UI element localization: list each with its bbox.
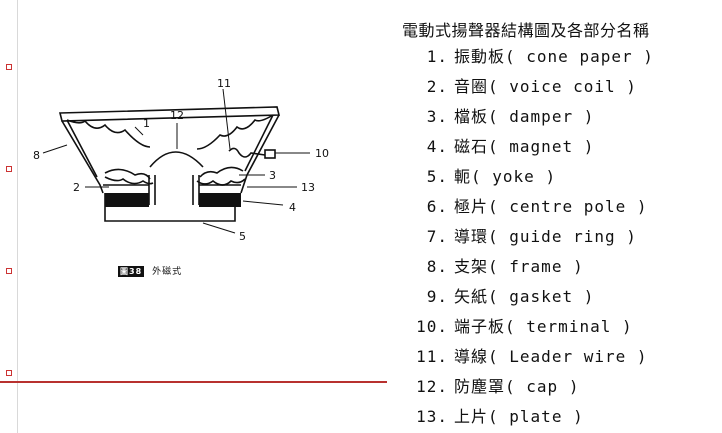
figure-number: 圖38	[118, 266, 145, 277]
callout-4: 4	[289, 201, 296, 214]
bullet-marker	[6, 370, 12, 376]
bullet-marker	[6, 166, 12, 172]
list-item: 11.導線( Leader wire )	[416, 347, 648, 366]
list-item: 6.極片( centre pole )	[426, 197, 648, 216]
callout-8: 8	[33, 149, 40, 162]
cone-right	[196, 114, 274, 150]
dust-cap	[149, 151, 204, 168]
list-item: 1.振動板( cone paper )	[426, 47, 654, 66]
lead-wire	[228, 147, 266, 158]
list-item: 12.防塵罩( cap )	[416, 377, 580, 396]
callout-3: 3	[269, 169, 276, 182]
list-item: 4.磁石( magnet )	[426, 137, 595, 156]
list-item: 7.導環( guide ring )	[426, 227, 637, 246]
magnet-left	[105, 193, 149, 207]
list-item: 5.軛( yoke )	[426, 167, 557, 186]
callout-5: 5	[239, 230, 246, 243]
magnet-right	[199, 193, 241, 207]
list-item: 10.端子板( terminal )	[416, 317, 633, 336]
frame-left	[61, 120, 104, 194]
speaker-cross-section: 1 12 11 10 8 3 2 13 4 5	[33, 77, 329, 243]
speaker-diagram: 1 12 11 10 8 3 2 13 4 5	[25, 75, 365, 280]
damper-left	[104, 176, 154, 185]
cone-lower-right	[199, 166, 244, 178]
cone-left	[66, 119, 151, 148]
damper-right	[196, 178, 246, 186]
figure-caption: 圖38 外磁式	[118, 264, 182, 277]
slide-title: 電動式揚聲器結構圖及各部分名稱	[402, 21, 650, 40]
slide-left-margin	[0, 0, 18, 433]
callout-11: 11	[217, 77, 231, 90]
cone-lower-left	[104, 168, 151, 180]
list-item: 2.音圈( voice coil )	[426, 77, 637, 96]
callout-12: 12	[170, 109, 184, 122]
list-item: 8.支架( frame )	[426, 257, 584, 276]
figure-caption-text: 外磁式	[152, 267, 183, 277]
callout-13: 13	[301, 181, 315, 194]
list-item: 13.上片( plate )	[416, 407, 584, 426]
callout-1: 1	[143, 117, 150, 130]
bullet-marker	[6, 268, 12, 274]
callout-2: 2	[73, 181, 80, 194]
callout-10: 10	[315, 147, 329, 160]
list-item: 3.檔板( damper )	[426, 107, 595, 126]
parts-list: 1.振動板( cone paper ) 2.音圈( voice coil ) 3…	[408, 42, 654, 432]
list-item: 9.矢紙( gasket )	[426, 287, 595, 306]
terminal	[264, 149, 276, 159]
bullet-marker	[6, 64, 12, 70]
accent-rule	[0, 381, 387, 383]
